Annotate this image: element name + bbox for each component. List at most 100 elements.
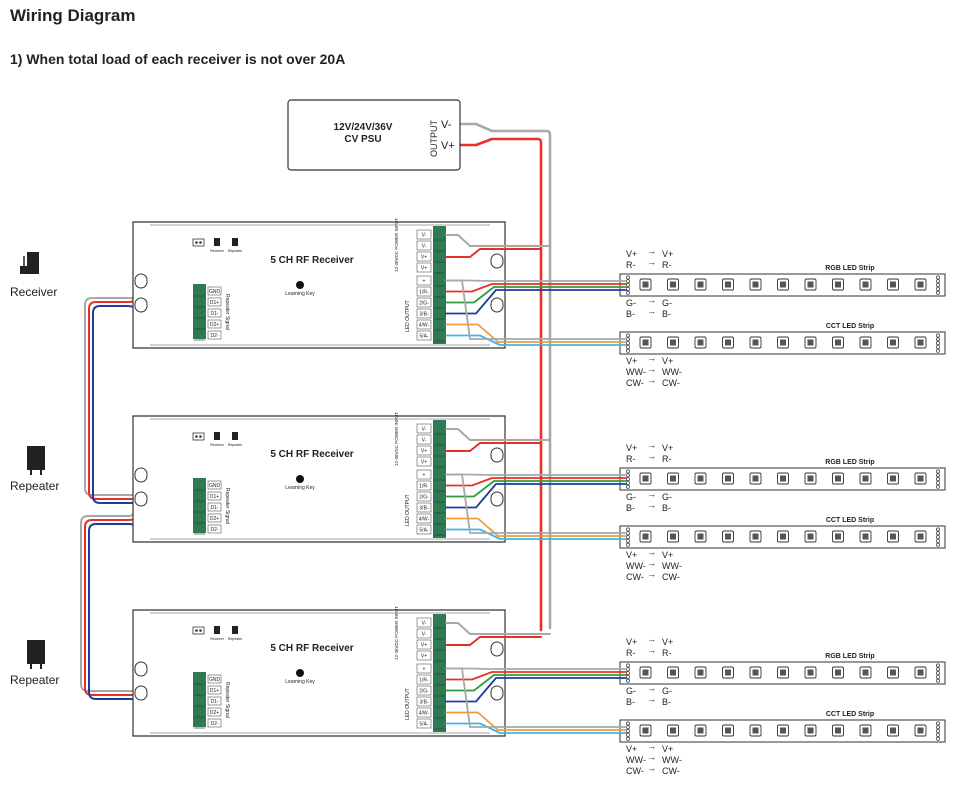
strip-pin-label: V+ <box>662 744 673 754</box>
repeater-icon <box>27 446 45 470</box>
jumper-header <box>192 432 205 441</box>
strip-label: CCT LED Strip <box>826 323 874 330</box>
strip-pin-label: CW- <box>662 572 680 582</box>
strip-pin-label: CW- <box>626 378 644 388</box>
receiver-icon-part <box>20 266 28 274</box>
strip-pin-label: WW- <box>662 561 682 571</box>
strip-pad <box>626 531 630 536</box>
signal-terminal-label-box <box>207 685 222 695</box>
strip-pin-label: B- <box>626 309 635 319</box>
strip-pin-label: G- <box>626 298 636 308</box>
signal-terminal-label: D1+ <box>210 494 219 500</box>
power-terminal-label-box <box>416 445 432 456</box>
signal-terminal-label-box <box>207 524 222 534</box>
role-label: Receiver <box>10 285 57 299</box>
jumper-pin <box>195 435 198 438</box>
arrow-icon: → <box>647 306 656 316</box>
led-output-wire <box>445 671 627 681</box>
strip-pin-label: R- <box>662 454 672 464</box>
power-input-label: 12-36VDC POWER INPUT <box>394 412 399 466</box>
learning-key-label: Learning Key <box>285 485 315 491</box>
page-title: Wiring Diagram <box>10 6 136 25</box>
receiver-body <box>132 415 506 543</box>
jumper-repeater <box>232 626 238 634</box>
arrow-icon: → <box>647 295 656 305</box>
led-chip-core <box>697 727 704 734</box>
receiver-body <box>132 609 506 737</box>
strip-pad <box>626 279 630 284</box>
role-label: Repeater <box>10 673 59 687</box>
strip-pad <box>626 341 630 346</box>
cct-vplus-wire <box>445 473 627 534</box>
strip-pad <box>936 477 940 482</box>
strip-pad <box>626 290 630 295</box>
strip-pad <box>626 663 630 668</box>
mounting-slot <box>134 685 148 701</box>
led-chip-core <box>862 669 869 676</box>
led-chip-core <box>835 281 841 288</box>
strip-pin-label: WW- <box>626 755 646 765</box>
signal-terminal-label-box <box>207 319 222 329</box>
psu-negative-wire <box>456 122 552 630</box>
output-terminal-label: + <box>423 279 426 285</box>
led-chip-core <box>780 281 786 288</box>
signal-terminal-label: D2- <box>210 527 218 533</box>
led-chip-core <box>780 669 786 676</box>
led-chip-core <box>780 475 786 482</box>
strip-pad <box>936 732 940 737</box>
output-terminal-label: 5/A- <box>419 722 429 728</box>
power-input-label: 12-36VDC POWER INPUT <box>394 218 399 272</box>
strip-pad <box>936 729 940 734</box>
output-terminal-label-box <box>416 330 432 341</box>
power-terminal-label: V+ <box>421 654 427 660</box>
jumper-repeater <box>232 432 238 440</box>
led-chip-core <box>642 669 649 676</box>
led-output-wire <box>445 722 627 734</box>
led-chip-core <box>780 727 786 734</box>
led-chip-core <box>670 281 676 288</box>
strip-pin-label: G- <box>626 492 636 502</box>
led-chip-core <box>835 727 841 734</box>
strip-pad <box>626 484 630 489</box>
arrow-icon: → <box>647 451 656 461</box>
signal-d1p-wire <box>88 297 207 500</box>
power-terminal-label-box <box>416 262 432 273</box>
jumper-receiver <box>214 432 220 440</box>
strip-pad <box>936 535 940 540</box>
signal-terminal-label-box <box>207 480 222 490</box>
output-terminal-label: 2/G- <box>419 689 429 695</box>
power-positive-wire <box>445 636 542 646</box>
output-terminal-label-box <box>416 286 432 297</box>
strip-pad <box>626 678 630 683</box>
strip-pad <box>626 348 630 353</box>
strip-pad <box>936 538 940 543</box>
role-label: Repeater <box>10 479 59 493</box>
led-chip-core <box>642 281 649 288</box>
led-chip-core <box>890 669 896 676</box>
led-chip-core <box>890 339 896 346</box>
power-negative-wire <box>445 622 551 635</box>
signal-terminal-label: D2- <box>210 333 218 339</box>
output-terminal-label-box <box>416 297 432 308</box>
strip-pad <box>936 721 940 726</box>
led-chip-core <box>917 475 924 482</box>
led-chip-core <box>835 669 841 676</box>
strip-pad <box>936 283 940 288</box>
learning-key-label: Learning Key <box>285 679 315 685</box>
strip-pad <box>936 484 940 489</box>
power-output-terminal-block <box>433 420 446 538</box>
strip-pin-label: G- <box>626 686 636 696</box>
strip-pin-label: V+ <box>662 356 673 366</box>
strip-pin-label: V+ <box>662 249 673 259</box>
signal-terminal-block <box>193 672 206 727</box>
led-chip-core <box>697 669 704 676</box>
strip-pad <box>936 671 940 676</box>
led-chip-core <box>697 475 704 482</box>
output-terminal-label-box <box>416 491 432 502</box>
led-chip-core <box>752 533 759 540</box>
power-terminal-label-box <box>416 240 432 251</box>
led-chip-core <box>780 339 786 346</box>
